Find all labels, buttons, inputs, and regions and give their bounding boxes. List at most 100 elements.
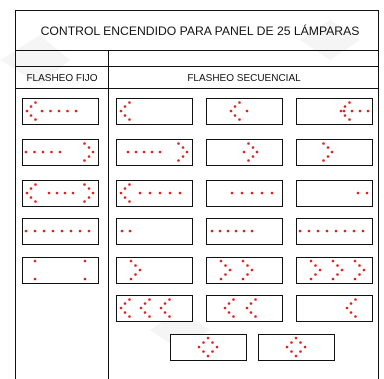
lamp-dot — [246, 264, 249, 267]
lamp-dot — [303, 345, 307, 349]
lamp-dot — [343, 229, 347, 233]
fixed-pattern-arrow-right — [22, 139, 99, 166]
lamp-box-outline — [206, 98, 283, 125]
lamp-dot — [63, 191, 67, 195]
lamp-dot — [210, 229, 214, 233]
lamp-dot — [60, 229, 64, 233]
lamp-dot — [40, 109, 44, 113]
lamp-box-outline — [22, 218, 99, 245]
lamp-dot — [202, 350, 205, 353]
lamp-dot — [134, 273, 137, 276]
sequential-pattern-diamond-1 — [170, 334, 247, 361]
lamp-dot — [206, 336, 210, 340]
lamp-box-outline — [116, 98, 193, 125]
sequential-pattern-bar-step-3 — [296, 218, 373, 245]
lamp-dot — [33, 259, 37, 263]
lamp-dot — [339, 109, 343, 113]
lamp-box-outline — [296, 180, 373, 207]
lamp-dot — [233, 105, 237, 108]
lamp-dot — [42, 229, 46, 233]
lamp-dot — [24, 229, 28, 233]
lamp-dot — [219, 259, 223, 263]
lamp-dot — [128, 183, 131, 186]
lamp-dot — [322, 159, 325, 162]
lamp-dot — [33, 150, 36, 154]
lamp-dot — [352, 229, 356, 233]
lamp-dot — [356, 191, 360, 195]
lamp-dot — [177, 142, 180, 145]
lamp-dot — [245, 306, 249, 310]
lamp-dot — [25, 191, 29, 195]
lamp-dot — [343, 105, 347, 108]
lamp-dot — [181, 146, 185, 149]
lamp-dot — [350, 109, 354, 113]
lamp-dot — [316, 229, 320, 233]
lamp-dot — [314, 273, 317, 276]
lamp-dot — [251, 146, 255, 149]
lamp-box-outline — [116, 295, 193, 322]
lamp-dot — [241, 259, 245, 263]
lamp-dot — [238, 101, 241, 104]
lamp-dot — [128, 229, 132, 233]
lamp-patterns — [22, 98, 373, 361]
lamp-dot — [128, 200, 131, 203]
lamp-box-outline — [206, 257, 283, 284]
lamp-dot — [218, 229, 222, 233]
sequential-pattern-arrow-right-step-2 — [206, 139, 283, 166]
lamp-dot — [91, 150, 95, 154]
lamp-dot — [119, 306, 123, 310]
sequential-pattern-arrow-right-step-3 — [296, 139, 373, 166]
lamp-dot — [123, 114, 127, 117]
lamp-dot — [254, 298, 257, 301]
lamp-dot — [83, 183, 86, 186]
lamp-dot — [128, 298, 131, 301]
lamp-dot — [83, 159, 86, 162]
lamp-dot — [34, 101, 37, 104]
lamp-dot — [228, 268, 232, 272]
lamp-dot — [78, 229, 82, 233]
lamp-dot — [181, 155, 185, 158]
lamp-dot — [34, 183, 37, 186]
lamp-dot — [163, 302, 167, 305]
lamp-box-outline — [206, 180, 283, 207]
lamp-dot — [342, 109, 346, 113]
lamp-dot — [202, 341, 205, 344]
lamp-dot — [58, 150, 62, 154]
fixed-flash-header: FLASHEO FIJO — [26, 73, 97, 84]
lamp-dot — [251, 155, 255, 158]
lamp-dot — [24, 150, 28, 154]
lamp-dot — [83, 142, 86, 145]
lamp-dot — [227, 302, 231, 305]
sequential-pattern-arrow-left-step-2 — [206, 98, 283, 125]
lamp-dot — [66, 109, 69, 113]
lamp-dot — [285, 345, 289, 349]
lamp-dot — [74, 109, 78, 113]
lamp-dot — [226, 229, 230, 233]
lamp-dot — [178, 191, 182, 195]
lamp-dot — [163, 311, 167, 314]
fixed-pattern-double-arrow — [22, 180, 99, 207]
lamp-dot — [233, 114, 237, 117]
lamp-dot — [34, 118, 37, 121]
lamp-dot — [47, 191, 51, 195]
lamp-dot — [150, 150, 154, 154]
lamp-dot — [322, 142, 325, 145]
lamp-dot — [25, 109, 29, 113]
lamp-dot — [123, 196, 127, 199]
lamp-dot — [142, 150, 146, 154]
lamp-dot — [250, 268, 254, 272]
lamp-dot — [197, 345, 201, 349]
lamp-dot — [50, 150, 53, 154]
lamp-box-outline — [296, 139, 373, 166]
fixed-pattern-bar — [22, 218, 99, 245]
lamp-dot — [211, 341, 214, 344]
sequential-pattern-double-arrow-step-2 — [206, 180, 283, 207]
lamp-dot — [343, 114, 347, 117]
lamp-dot — [83, 277, 87, 281]
lamp-dot — [249, 311, 253, 314]
lamp-dot — [91, 191, 95, 195]
lamp-box-outline — [116, 218, 193, 245]
lamp-dot — [254, 315, 257, 318]
lamp-dot — [69, 229, 73, 233]
